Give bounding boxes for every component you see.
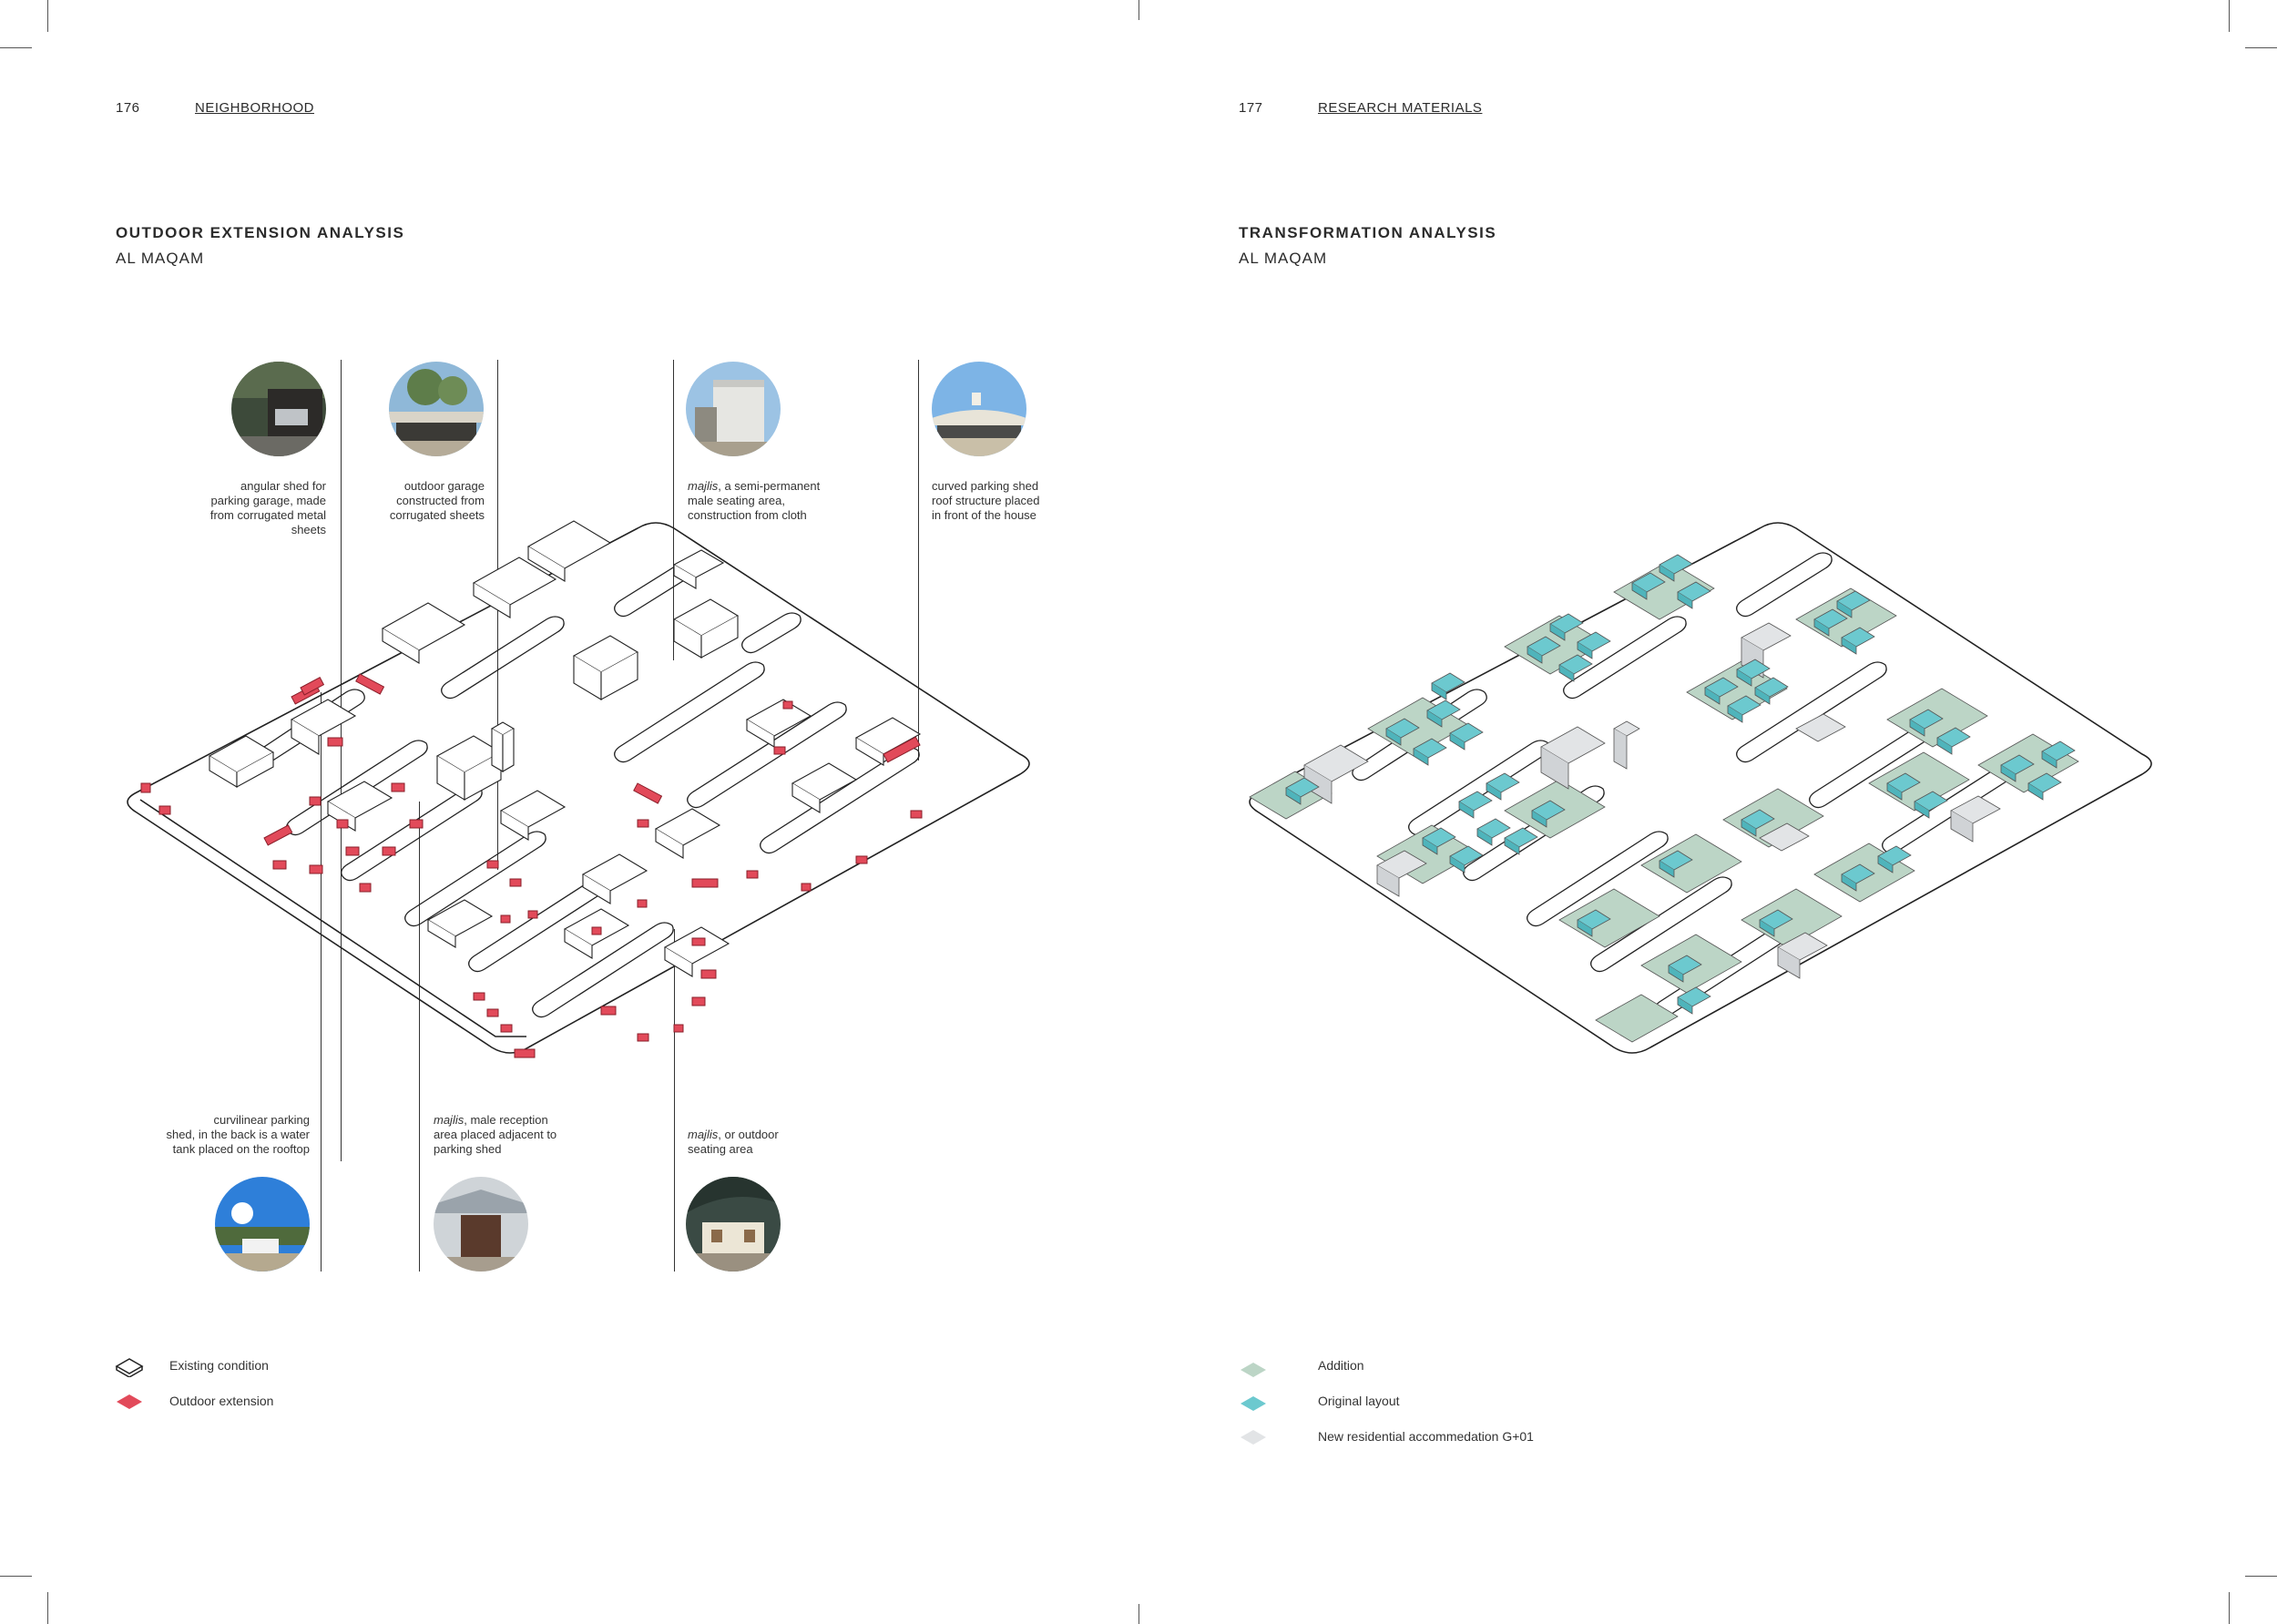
- axonometric-map-outdoor-extension: [127, 520, 1030, 1058]
- crop-mark: [2245, 1576, 2277, 1577]
- photo-majlis-outdoor: [686, 1177, 781, 1272]
- legend-swatch-extension: [117, 1394, 142, 1409]
- photo-majlis-cloth: [686, 362, 781, 456]
- crop-mark: [47, 1592, 48, 1624]
- photo-angular-shed: [231, 362, 326, 456]
- photo-curved-shed: [932, 362, 1026, 456]
- legend-swatch-addition: [1241, 1363, 1266, 1377]
- caption-majlis-outdoor: majlis, or outdoor seating area: [688, 1128, 779, 1156]
- page-number-left: 176: [116, 100, 140, 116]
- legend-label-new-residential: New residential accommedation G+01: [1318, 1429, 1534, 1444]
- page-title-right: TRANSFORMATION ANALYSIS: [1239, 224, 1497, 241]
- legend-label-original: Original layout: [1318, 1394, 1400, 1408]
- leader-line: [497, 360, 498, 870]
- crop-mark: [2229, 0, 2230, 32]
- leader-line: [341, 360, 342, 1161]
- caption-outdoor-garage: outdoor garage constructed from corrugat…: [389, 479, 485, 522]
- section-title-left: NEIGHBORHOOD: [195, 100, 315, 116]
- legend-swatch-original: [1241, 1396, 1266, 1411]
- legend-label-existing: Existing condition: [169, 1358, 269, 1373]
- page-title-left: OUTDOOR EXTENSION ANALYSIS: [116, 224, 405, 241]
- caption-curved-shed: curved parking shed roof structure place…: [932, 479, 1040, 522]
- page-subtitle-right: AL MAQAM: [1239, 250, 1328, 267]
- caption-majlis-reception: majlis, male reception area placed adjac…: [434, 1113, 557, 1156]
- leader-line: [918, 360, 919, 761]
- crop-mark: [1138, 0, 1139, 20]
- legend-swatch-new-residential: [1241, 1430, 1266, 1445]
- photo-curvilinear-shed: [215, 1177, 310, 1272]
- section-title-right: RESEARCH MATERIALS: [1318, 100, 1483, 116]
- photo-outdoor-garage: [389, 362, 484, 456]
- crop-mark: [2245, 47, 2277, 48]
- photo-majlis-reception: [434, 1177, 528, 1272]
- page-subtitle-left: AL MAQAM: [116, 250, 205, 267]
- legend-swatch-existing: [115, 1358, 144, 1377]
- crop-mark: [0, 1576, 32, 1577]
- crop-mark: [47, 0, 48, 32]
- crop-mark: [1138, 1604, 1139, 1624]
- caption-curvilinear-shed: curvilinear parking shed, in the back is…: [166, 1113, 310, 1156]
- crop-mark: [0, 47, 32, 48]
- leader-line: [673, 360, 674, 660]
- page-number-right: 177: [1239, 100, 1263, 116]
- axonometric-map-transformation: [1249, 522, 2152, 1054]
- legend-label-addition: Addition: [1318, 1358, 1364, 1373]
- leader-line: [419, 802, 420, 1272]
- legend-label-extension: Outdoor extension: [169, 1394, 274, 1408]
- leader-line: [674, 929, 675, 1272]
- leader-line: [321, 692, 322, 1272]
- caption-angular-shed: angular shed for parking garage, made fr…: [209, 479, 326, 536]
- caption-majlis-cloth: majlis, a semi-permanent male seating ar…: [688, 479, 821, 522]
- crop-mark: [2229, 1592, 2230, 1624]
